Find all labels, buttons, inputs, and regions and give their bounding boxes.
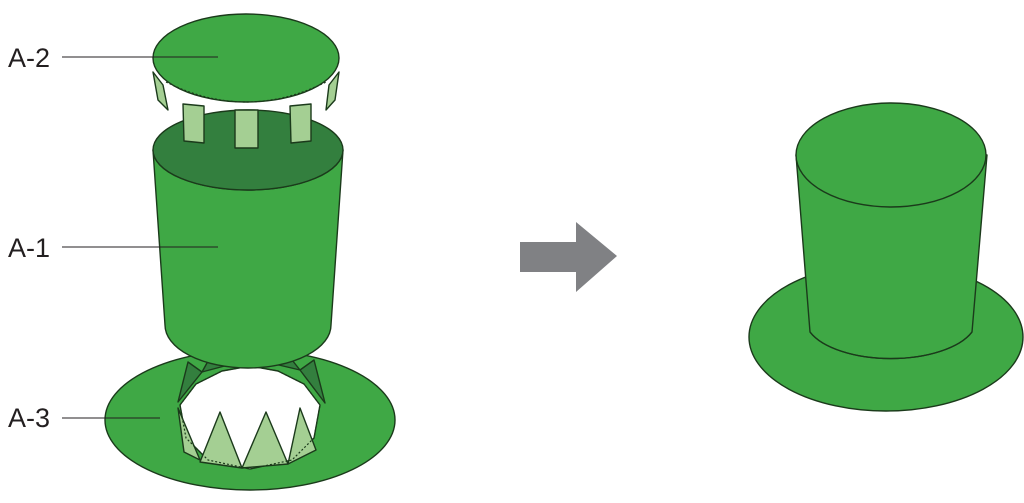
top-tab: [182, 103, 205, 144]
label-a1: A-1: [8, 233, 218, 263]
label-a3: A-3: [8, 403, 160, 433]
label-a3-text: A-3: [8, 403, 50, 433]
brim-fold-line-back: [179, 365, 321, 406]
label-a1-text: A-1: [8, 233, 50, 263]
brim-back-tab: [177, 361, 203, 403]
label-a2: A-2: [8, 43, 218, 73]
top-tab: [152, 71, 169, 111]
hat-crown-top: [795, 102, 987, 208]
brim-front-tab: [287, 407, 317, 465]
top-tab: [234, 109, 259, 149]
top-tab: [289, 103, 312, 144]
arrow-right-icon: [520, 222, 617, 292]
label-a2-text: A-2: [8, 43, 50, 73]
exploded-view: A-2 A-1 A-3: [8, 13, 396, 491]
brim-back-tab: [299, 359, 326, 404]
top-fold-line: [165, 81, 327, 103]
brim-front-tab: [199, 411, 243, 469]
top-disc: [152, 13, 340, 103]
brim-fold-line: [179, 404, 321, 470]
top-part: [152, 13, 340, 149]
brim-front-tab: [241, 411, 289, 469]
brim-part: [104, 347, 396, 491]
top-tab: [325, 71, 340, 111]
hat-crown-base: [809, 331, 973, 360]
assembled-hat: [748, 102, 1024, 412]
